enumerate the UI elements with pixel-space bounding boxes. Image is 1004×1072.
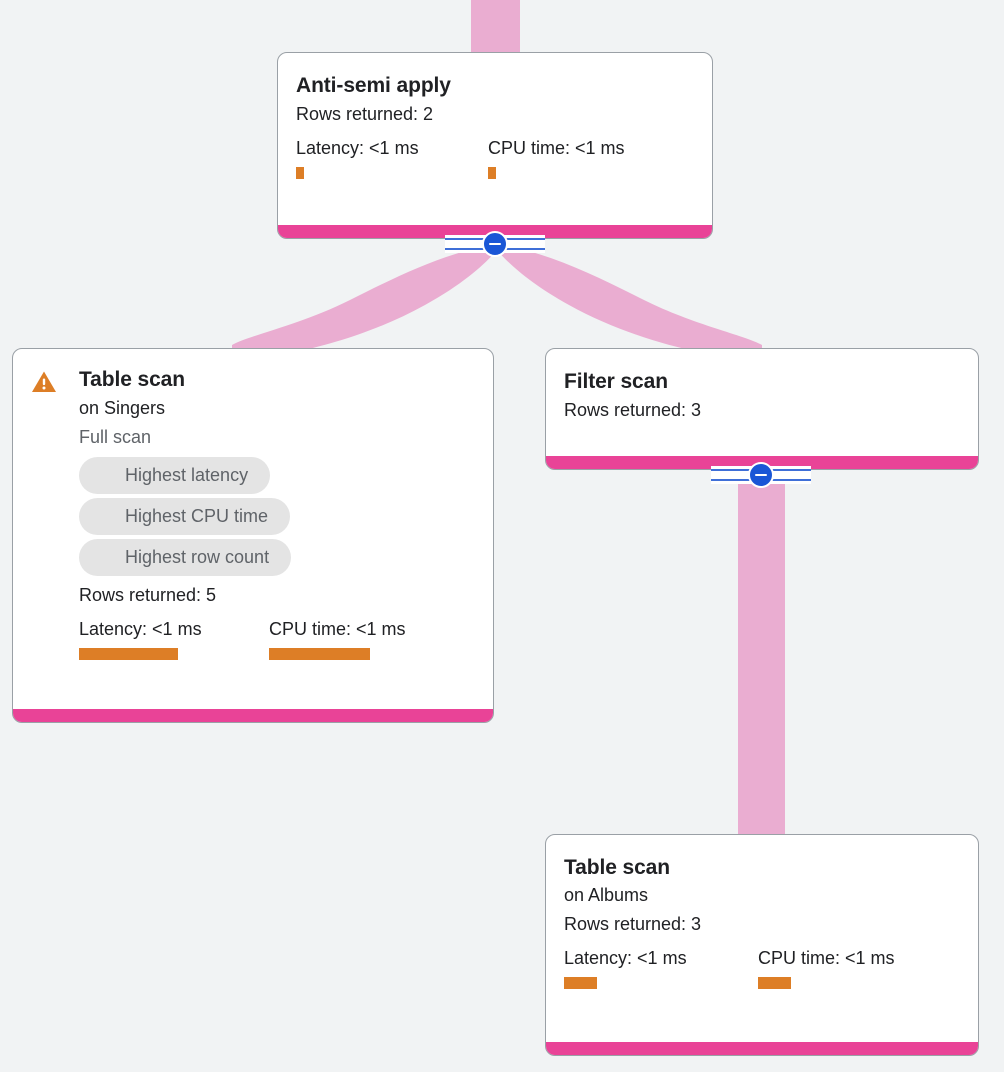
node-scan-type: Full scan (79, 427, 152, 447)
cpu-time-bar (488, 167, 496, 179)
edge-antisemi-to-tablescan-singers (232, 244, 497, 352)
plan-node-table-scan-singers[interactable]: Table scan on Singers Full scan Highest … (12, 348, 494, 723)
node-header: Table scan (564, 855, 960, 881)
latency-label: Latency: <1 ms (79, 619, 202, 639)
node-metrics: Latency: <1 ms CPU time: <1 ms (79, 618, 475, 660)
node-header: Anti-semi apply (296, 73, 694, 99)
cpu-time-label: CPU time: <1 ms (269, 619, 406, 639)
warning-triangle-icon (32, 371, 56, 392)
rows-returned: Rows returned: 5 (79, 585, 217, 605)
metric-cpu-time: CPU time: <1 ms (269, 618, 406, 660)
rows-returned: Rows returned: 3 (564, 914, 702, 934)
node-header: Filter scan (564, 369, 960, 395)
node-metrics: Latency: <1 ms CPU time: <1 ms (564, 947, 960, 989)
node-metrics: Latency: <1 ms CPU time: <1 ms (296, 137, 694, 179)
chip-highest-cpu-time[interactable]: Highest CPU time (79, 498, 291, 535)
minus-circle-icon[interactable] (482, 231, 508, 257)
node-body: Filter scan Rows returned: 3 (546, 349, 978, 456)
latency-label: Latency: <1 ms (296, 138, 419, 158)
node-title: Anti-semi apply (296, 74, 451, 97)
metric-latency: Latency: <1 ms (296, 137, 488, 179)
warning-slot (31, 367, 79, 394)
edge-antisemi-to-filterscan (497, 244, 762, 352)
metric-latency: Latency: <1 ms (564, 947, 758, 989)
node-subtitle: on Albums (564, 885, 649, 905)
node-accent-bar (546, 1042, 978, 1055)
latency-bar (564, 977, 597, 989)
collapse-toggle-anti-semi-apply[interactable] (445, 231, 545, 257)
edge-incoming-root (471, 0, 520, 52)
latency-bar (79, 648, 178, 660)
plan-node-filter-scan[interactable]: Filter scan Rows returned: 3 (545, 348, 979, 470)
minus-circle-icon[interactable] (748, 462, 774, 488)
node-title: Filter scan (564, 370, 668, 393)
node-body: Table scan on Singers Full scan Highest … (13, 349, 493, 709)
chip-highest-latency[interactable]: Highest latency (79, 457, 271, 494)
node-header: Table scan (31, 367, 475, 394)
node-chip-list: Highest latency Highest CPU time Highest… (79, 457, 475, 576)
collapse-toggle-filter-scan[interactable] (711, 462, 811, 488)
metric-cpu-time: CPU time: <1 ms (488, 137, 625, 179)
cpu-time-label: CPU time: <1 ms (488, 138, 625, 158)
cpu-time-bar (269, 648, 370, 660)
cpu-time-bar (758, 977, 791, 989)
node-details: on Singers Full scan Highest latency Hig… (31, 394, 475, 660)
node-body: Table scan on Albums Rows returned: 3 La… (546, 835, 978, 1042)
chip-highest-row-count[interactable]: Highest row count (79, 539, 292, 576)
plan-node-anti-semi-apply[interactable]: Anti-semi apply Rows returned: 2 Latency… (277, 52, 713, 239)
edge-filterscan-to-tablescan-albums (738, 470, 785, 836)
plan-node-table-scan-albums[interactable]: Table scan on Albums Rows returned: 3 La… (545, 834, 979, 1056)
cpu-time-label: CPU time: <1 ms (758, 948, 895, 968)
node-body: Anti-semi apply Rows returned: 2 Latency… (278, 53, 712, 225)
node-title: Table scan (564, 856, 670, 879)
rows-returned: Rows returned: 3 (564, 400, 702, 420)
latency-label: Latency: <1 ms (564, 948, 687, 968)
node-title: Table scan (79, 368, 185, 391)
metric-cpu-time: CPU time: <1 ms (758, 947, 895, 989)
node-accent-bar (13, 709, 493, 722)
latency-bar (296, 167, 304, 179)
rows-returned: Rows returned: 2 (296, 104, 434, 124)
node-subtitle: on Singers (79, 398, 166, 418)
metric-latency: Latency: <1 ms (79, 618, 269, 660)
